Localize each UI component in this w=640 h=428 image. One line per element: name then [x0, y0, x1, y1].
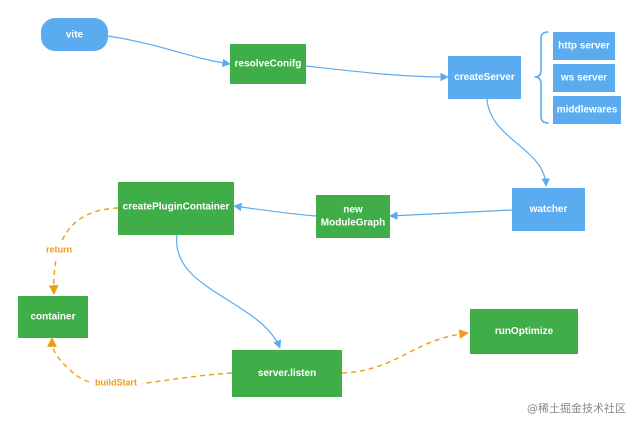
edge-vite-to-resolveconfig	[107, 35, 231, 68]
edge-createplugincontainer-to-serverlisten	[176, 234, 281, 349]
createserver-components-brace	[534, 31, 549, 124]
edge-watcher-to-modulegraph	[389, 209, 513, 220]
node-http-server-label: http server	[558, 41, 610, 52]
edge-label-return: return	[46, 244, 72, 254]
node-http-server: http server	[553, 32, 615, 60]
edge-serverlisten-buildstart-container	[47, 337, 233, 387]
node-middlewares-label: middlewares	[557, 105, 618, 116]
node-container: container	[18, 296, 88, 338]
node-resolveconfig: resolveConifg	[230, 44, 306, 84]
edge-label-buildstart-group: buildStart	[90, 376, 142, 390]
node-runoptimize-label: runOptimize	[495, 326, 554, 337]
node-createplugincontainer: createPluginContainer	[118, 182, 234, 235]
node-vite-label: vite	[66, 30, 84, 41]
node-watcher: watcher	[512, 188, 585, 231]
node-server-listen-label: server.listen	[258, 368, 316, 379]
edge-modulegraph-to-createplugincontainer	[233, 202, 317, 217]
edge-serverlisten-to-runoptimize	[341, 329, 469, 374]
node-new-modulegraph-label-line1: new	[343, 205, 363, 216]
node-createplugincontainer-label: createPluginContainer	[123, 202, 230, 213]
node-createserver-label: createServer	[454, 72, 515, 83]
edge-resolveconfig-to-createserver	[305, 65, 449, 82]
node-ws-server: ws server	[553, 64, 615, 92]
node-runoptimize: runOptimize	[470, 309, 578, 354]
edge-createplugincontainer-return-container	[48, 207, 119, 295]
node-createserver: createServer	[448, 56, 521, 99]
node-new-modulegraph-label-line2: ModuleGraph	[321, 218, 385, 229]
node-vite: vite	[41, 18, 108, 51]
node-new-modulegraph: new ModuleGraph	[316, 195, 390, 238]
node-container-label: container	[30, 312, 75, 323]
node-server-listen: server.listen	[232, 350, 342, 397]
node-watcher-label: watcher	[529, 204, 568, 215]
node-middlewares: middlewares	[553, 96, 621, 124]
node-ws-server-label: ws server	[560, 73, 607, 84]
edge-label-buildstart: buildStart	[95, 377, 137, 387]
edge-label-return-group: return	[44, 243, 74, 257]
node-resolveconfig-label: resolveConifg	[235, 59, 302, 70]
edge-createserver-to-watcher	[486, 98, 550, 187]
watermark-text: @稀土掘金技术社区	[527, 401, 626, 415]
